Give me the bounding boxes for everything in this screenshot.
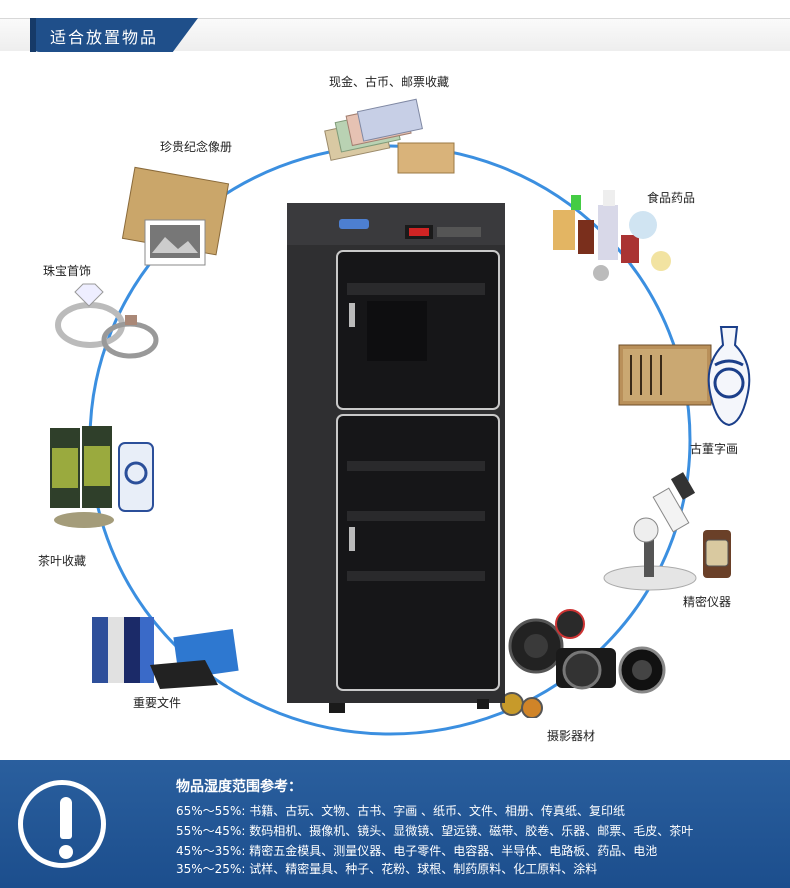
- food-medicine-image: [553, 190, 671, 281]
- documents-image: [92, 617, 239, 689]
- documents-label: 重要文件: [133, 696, 182, 710]
- camera-image: [500, 609, 666, 718]
- jewelry-label: 珠宝首饰: [43, 264, 92, 278]
- humidity-title: 物品湿度范围参考：: [176, 779, 302, 795]
- album-label: 珍贵纪念像册: [160, 140, 233, 154]
- currency-image: [324, 98, 455, 174]
- humidity-row: 35%～25%: 试样、精密量具、种子、花粉、球根、制药原料、化工原料、涂料: [176, 862, 598, 876]
- dry-cabinet-image: [287, 203, 505, 713]
- tea-label: 茶叶收藏: [38, 554, 87, 568]
- camera-label: 摄影器材: [547, 729, 596, 743]
- humidity-row: 65%～55%: 书籍、古玩、文物、古书、字画 、纸币、文件、相册、传真纸、复印…: [176, 804, 626, 818]
- humidity-reference-panel: 物品湿度范围参考： 65%～55%: 书籍、古玩、文物、古书、字画 、纸币、文件…: [0, 760, 790, 888]
- humidity-row: 55%～45%: 数码相机、摄像机、镜头、显微镜、望远镜、磁带、胶卷、乐器、邮票…: [176, 824, 694, 838]
- warning-icon: [18, 780, 106, 868]
- tea-image: [50, 426, 154, 528]
- album-image: [121, 166, 230, 266]
- currency-label: 现金、古币、邮票收藏: [329, 75, 450, 89]
- instrument-image: [603, 472, 731, 591]
- antique-image: [618, 326, 751, 427]
- instrument-label: 精密仪器: [683, 595, 732, 609]
- page-title: 适合放置物品: [50, 28, 159, 47]
- antique-label: 古董字画: [690, 442, 739, 456]
- food-medicine-label: 食品药品: [647, 191, 696, 205]
- jewelry-image: [55, 283, 159, 359]
- header-tab: [30, 18, 198, 52]
- humidity-row: 45%～35%: 精密五金模具、测量仪器、电子零件、电容器、半导体、电路板、药品…: [176, 844, 658, 858]
